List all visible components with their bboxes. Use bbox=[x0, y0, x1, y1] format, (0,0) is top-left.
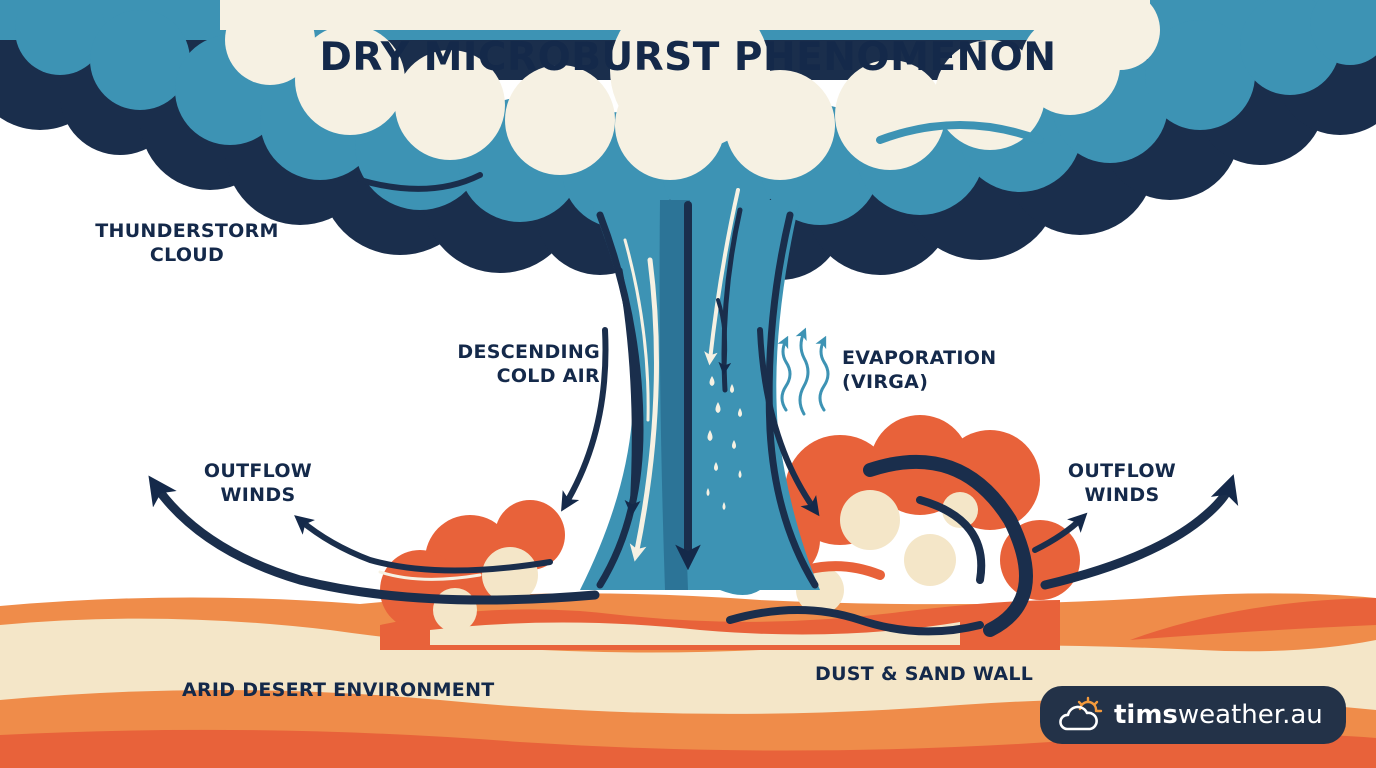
evaporation-arrows bbox=[777, 327, 830, 416]
brand-name-rest: weather.au bbox=[1177, 700, 1323, 730]
dune-right-ridge bbox=[1130, 598, 1376, 640]
label-descending-cold-air: DESCENDING COLD AIR bbox=[430, 340, 600, 388]
raindrop bbox=[732, 440, 736, 449]
outflow-arrow-right-inner bbox=[1032, 512, 1088, 553]
outflow-arrow-left-inner bbox=[294, 515, 553, 574]
raindrop bbox=[709, 376, 715, 386]
outflow-arrow-right-outer bbox=[1040, 474, 1239, 590]
dust-swirl bbox=[916, 496, 986, 584]
label-thunderstorm-cloud: THUNDERSTORM CLOUD bbox=[92, 219, 282, 267]
outflow-arrows bbox=[148, 474, 1239, 605]
label-line: (VIRGA) bbox=[842, 371, 929, 393]
raindrop bbox=[707, 430, 713, 441]
brand-name[interactable]: timsweather.au bbox=[1114, 698, 1323, 732]
shaft-stream bbox=[623, 238, 650, 422]
cloud-sun-icon bbox=[1059, 696, 1103, 731]
evaporation-arrow bbox=[815, 335, 830, 412]
label-line: WINDS bbox=[220, 484, 296, 506]
label-evaporation-virga: EVAPORATION (VIRGA) bbox=[842, 346, 996, 394]
arrow-down bbox=[704, 188, 740, 366]
cloud-swirl bbox=[357, 172, 483, 192]
virga-raindrops bbox=[706, 376, 742, 510]
shaft-stream bbox=[765, 211, 819, 589]
raindrop bbox=[738, 408, 742, 417]
outflow-arrow-left-outer bbox=[148, 475, 600, 605]
label-line: EVAPORATION bbox=[842, 347, 997, 369]
cloud-cream-core bbox=[220, 0, 1160, 180]
arrow-descend-left bbox=[561, 327, 609, 512]
dust-swirl bbox=[726, 606, 984, 636]
label-dust-sand-wall: DUST & SAND WALL bbox=[815, 663, 1034, 685]
label-arid-desert-environment: ARID DESERT ENVIRONMENT bbox=[182, 679, 495, 701]
arrow-down bbox=[716, 298, 732, 376]
descending-arrows bbox=[561, 188, 820, 571]
label-line: CLOUD bbox=[149, 244, 225, 266]
label-outflow-winds-left: OUTFLOW WINDS bbox=[188, 459, 328, 507]
shaft-body bbox=[580, 200, 820, 595]
raindrop bbox=[738, 470, 742, 478]
raindrop bbox=[722, 502, 726, 510]
label-line: OUTFLOW bbox=[1067, 460, 1177, 482]
evaporation-arrow bbox=[795, 327, 810, 416]
arrow-down bbox=[617, 267, 641, 517]
shaft-shadow bbox=[659, 200, 690, 590]
evaporation-arrow bbox=[777, 335, 792, 412]
page-title: DRY MICROBURST PHENOMENON bbox=[319, 35, 1057, 80]
raindrop bbox=[714, 462, 718, 471]
dune-front bbox=[0, 729, 1376, 768]
brand-name-bold: tims bbox=[1114, 700, 1178, 730]
label-line: DESCENDING bbox=[457, 341, 600, 363]
label-line: THUNDERSTORM bbox=[95, 220, 279, 242]
microburst-shaft bbox=[580, 200, 820, 595]
dust-swirl bbox=[863, 454, 1033, 637]
arrow-descend-right bbox=[757, 327, 820, 517]
thunderstorm-cloud bbox=[0, 0, 1376, 280]
label-outflow-winds-right: OUTFLOW WINDS bbox=[1052, 459, 1192, 507]
outflow-arrow-left-trail bbox=[378, 570, 482, 581]
label-line: COLD AIR bbox=[496, 365, 600, 387]
brand-badge[interactable]: timsweather.au bbox=[1040, 686, 1346, 744]
raindrop bbox=[730, 384, 734, 393]
label-line: WINDS bbox=[1084, 484, 1160, 506]
cloud-swirl bbox=[876, 121, 1044, 144]
arrow-down bbox=[629, 257, 659, 562]
raindrop bbox=[706, 488, 710, 496]
label-line: OUTFLOW bbox=[203, 460, 313, 482]
raindrop bbox=[715, 402, 721, 413]
